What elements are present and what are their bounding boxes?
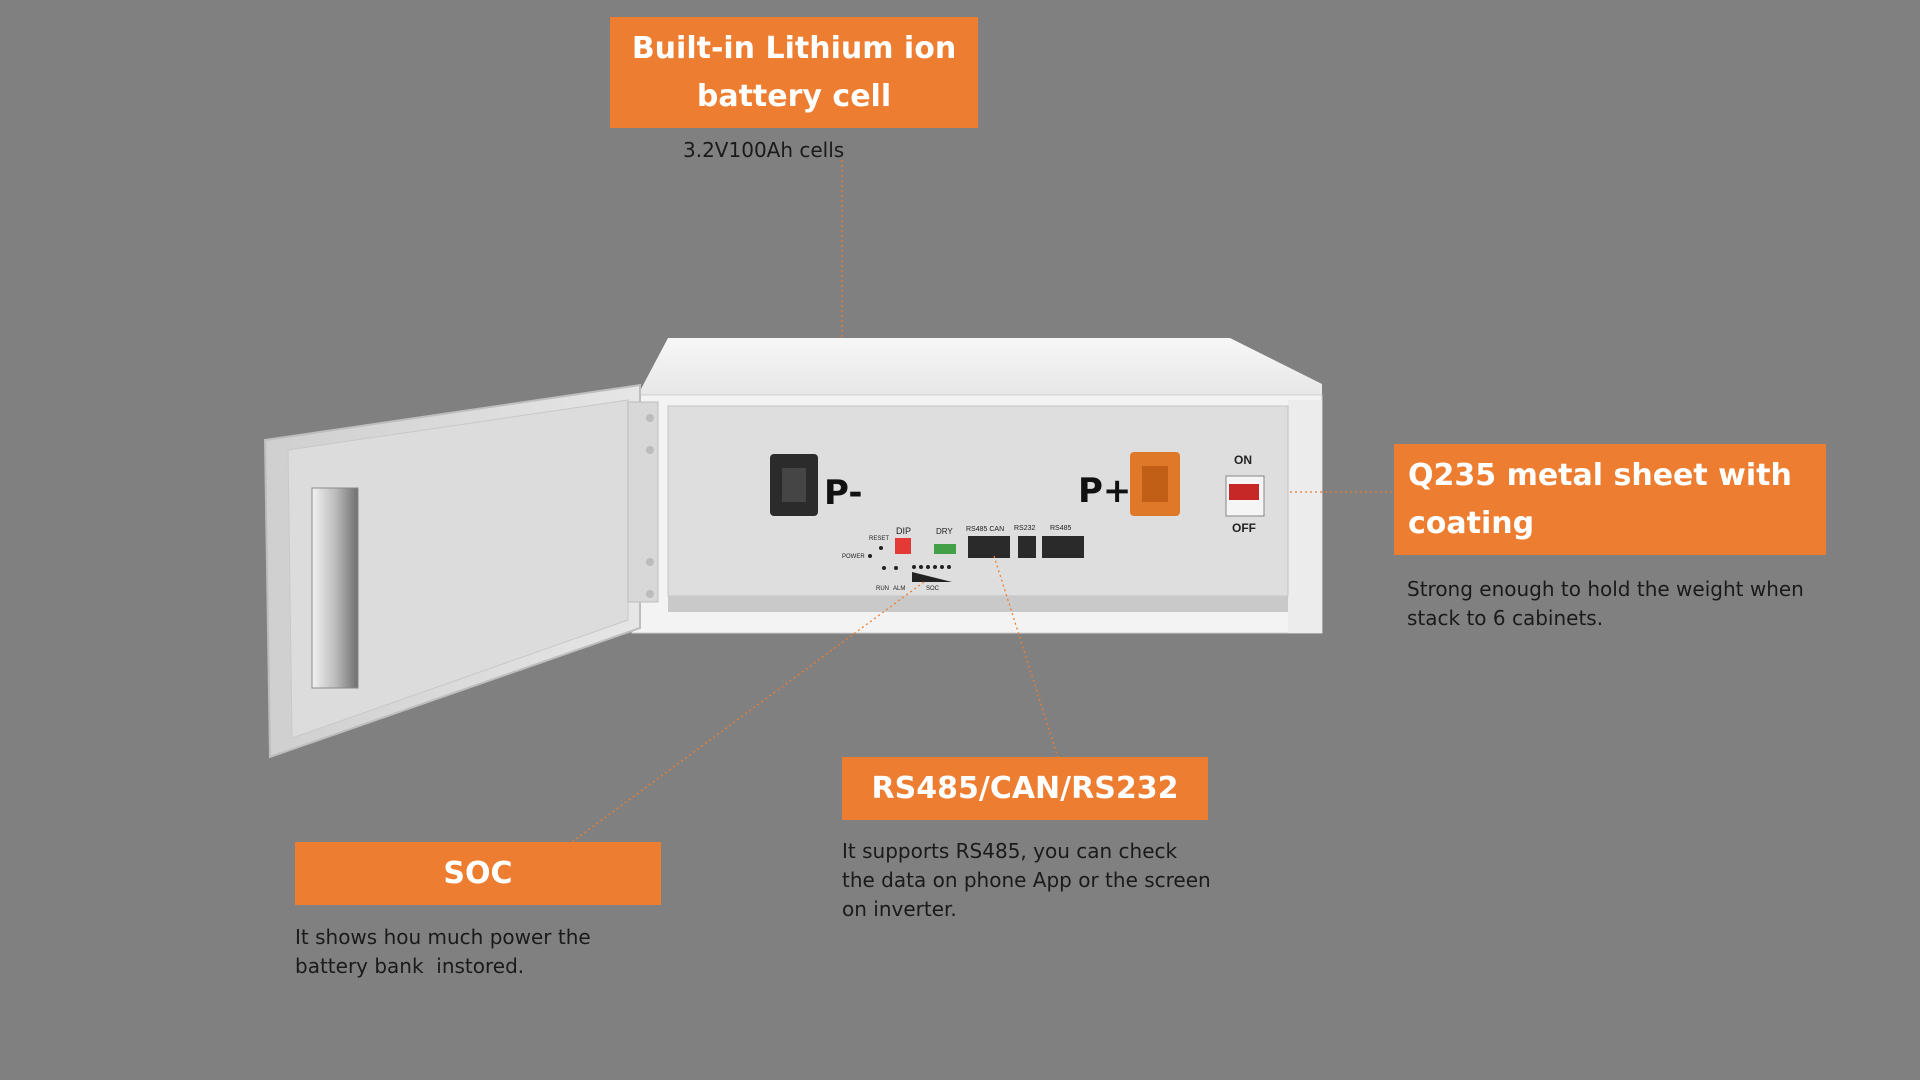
comm-ports-title: RS485/CAN/RS232 [871, 771, 1179, 806]
front-panel [667, 405, 1289, 597]
soc-led-row [912, 565, 951, 569]
dry-contact [934, 544, 956, 554]
rs232-port [1018, 536, 1036, 558]
positive-terminal-label: P+ [1078, 471, 1131, 511]
switch-on-label: ON [1234, 453, 1252, 467]
dip-label: DIP [896, 526, 911, 536]
run-label: RUN [876, 586, 889, 592]
switch-off-label: OFF [1232, 521, 1256, 535]
battery-cell-title: Built-in Lithium ion battery cell [631, 30, 957, 114]
soc-panel-label: SOC [926, 586, 940, 592]
metal-sheet-description: Strong enough to hold the weight when st… [1407, 577, 1804, 630]
negative-terminal-label: P- [824, 473, 862, 513]
comm-ports-callout: RS485/CAN/RS232 [842, 757, 1208, 820]
comm-ports-leader-line [993, 555, 1059, 759]
positive-terminal [1130, 452, 1180, 516]
battery-cell-description: 3.2V100Ah cells [683, 138, 845, 162]
rs485-port [1042, 536, 1084, 558]
rs232-label: RS232 [1014, 525, 1036, 532]
dry-label: DRY [936, 527, 953, 536]
rs485-label: RS485 [1050, 525, 1072, 532]
comm-ports-description: It supports RS485, you can check the dat… [842, 839, 1211, 921]
dip-switch [895, 538, 911, 554]
door-handle [311, 487, 359, 689]
cabinet-top [632, 338, 1322, 406]
soc-description: It shows hou much power the battery bank… [295, 925, 598, 978]
metal-sheet-title: Q235 metal sheet with coating [1408, 457, 1792, 541]
reset-label: RESET [869, 536, 889, 542]
rs485-can-port [968, 536, 1010, 558]
negative-terminal [770, 454, 818, 516]
battery-cell-callout: Built-in Lithium ion battery cell [610, 17, 978, 128]
soc-title: SOC [443, 856, 513, 891]
soc-callout: SOC [295, 842, 661, 905]
door-hinge [627, 401, 659, 603]
alm-label: ALM [893, 586, 905, 592]
power-label: POWER [842, 554, 865, 560]
metal-sheet-callout: Q235 metal sheet with coating [1394, 444, 1826, 555]
rs485-can-label: RS485 CAN [966, 526, 1004, 533]
